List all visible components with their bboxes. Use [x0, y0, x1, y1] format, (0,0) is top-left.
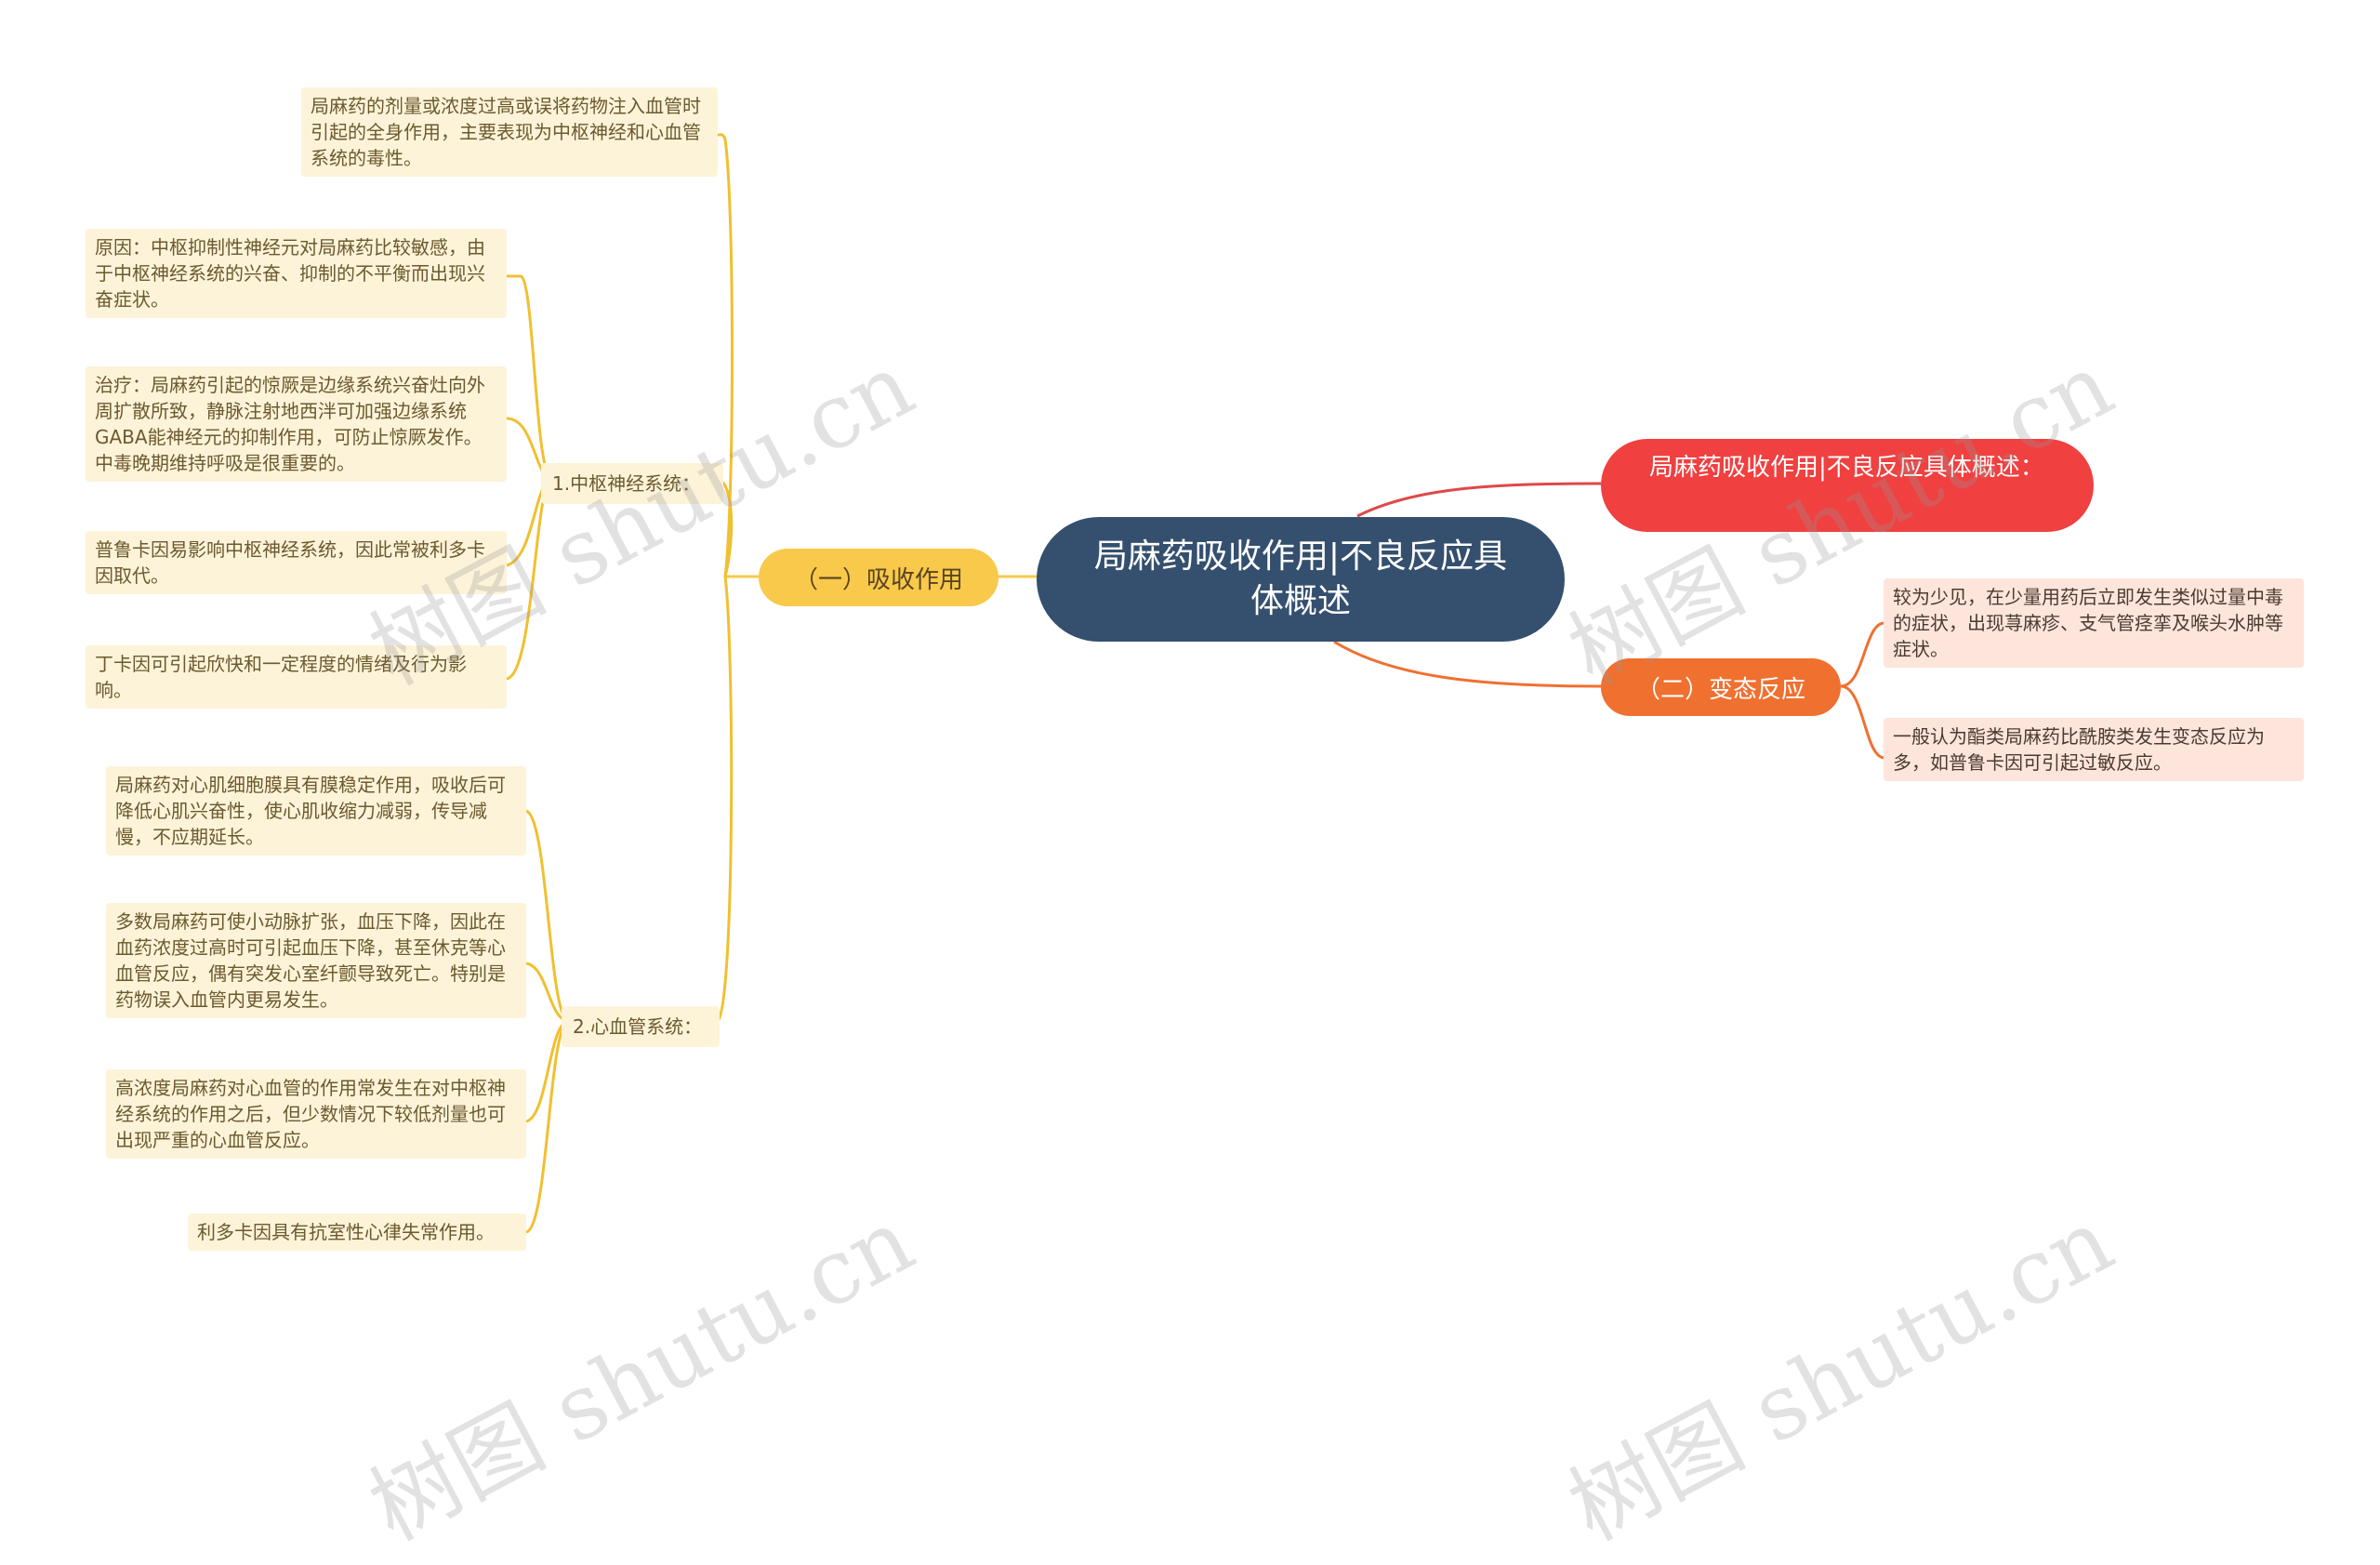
allergy-item-rare[interactable]: 较为少见，在少量用药后立即发生类似过量中毒的症状，出现荨麻疹、支气管痉挛及喉头水… [1884, 578, 2304, 668]
central-topic[interactable]: 局麻药吸收作用|不良反应具体概述 [1037, 517, 1565, 642]
cns-item-procaine[interactable]: 普鲁卡因易影响中枢神经系统，因此常被利多卡因取代。 [86, 531, 507, 594]
allergy-item-ester[interactable]: 一般认为酯类局麻药比酰胺类发生变态反应为多，如普鲁卡因可引起过敏反应。 [1884, 718, 2304, 781]
cardio-label[interactable]: 2.心血管系统： [562, 1006, 720, 1047]
cardio-item-high-dose[interactable]: 高浓度局麻药对心血管的作用常发生在对中枢神经系统的作用之后，但少数情况下较低剂量… [106, 1069, 526, 1159]
cns-item-tetracaine[interactable]: 丁卡因可引起欣快和一定程度的情绪及行为影响。 [86, 645, 507, 709]
cardio-item-vasodilation[interactable]: 多数局麻药可使小动脉扩张，血压下降，因此在血药浓度过高时可引起血压下降，甚至休克… [106, 903, 526, 1018]
branch-summary[interactable]: 局麻药吸收作用|不良反应具体概述： [1601, 439, 2094, 532]
branch-absorption[interactable]: （一）吸收作用 [759, 549, 998, 606]
cardio-item-membrane[interactable]: 局麻药对心肌细胞膜具有膜稳定作用，吸收后可降低心肌兴奋性，使心肌收缩力减弱，传导… [106, 766, 526, 855]
cns-item-treatment[interactable]: 治疗：局麻药引起的惊厥是边缘系统兴奋灶向外周扩散所致，静脉注射地西泮可加强边缘系… [86, 366, 507, 482]
cns-label[interactable]: 1.中枢神经系统： [541, 463, 723, 504]
cns-item-cause[interactable]: 原因：中枢抑制性神经元对局麻药比较敏感，由于中枢神经系统的兴奋、抑制的不平衡而出… [86, 229, 507, 318]
branch-allergy[interactable]: （二）变态反应 [1601, 658, 1841, 716]
absorption-intro[interactable]: 局麻药的剂量或浓度过高或误将药物注入血管时引起的全身作用，主要表现为中枢神经和心… [301, 87, 718, 177]
cardio-item-lidocaine[interactable]: 利多卡因具有抗室性心律失常作用。 [188, 1214, 526, 1251]
